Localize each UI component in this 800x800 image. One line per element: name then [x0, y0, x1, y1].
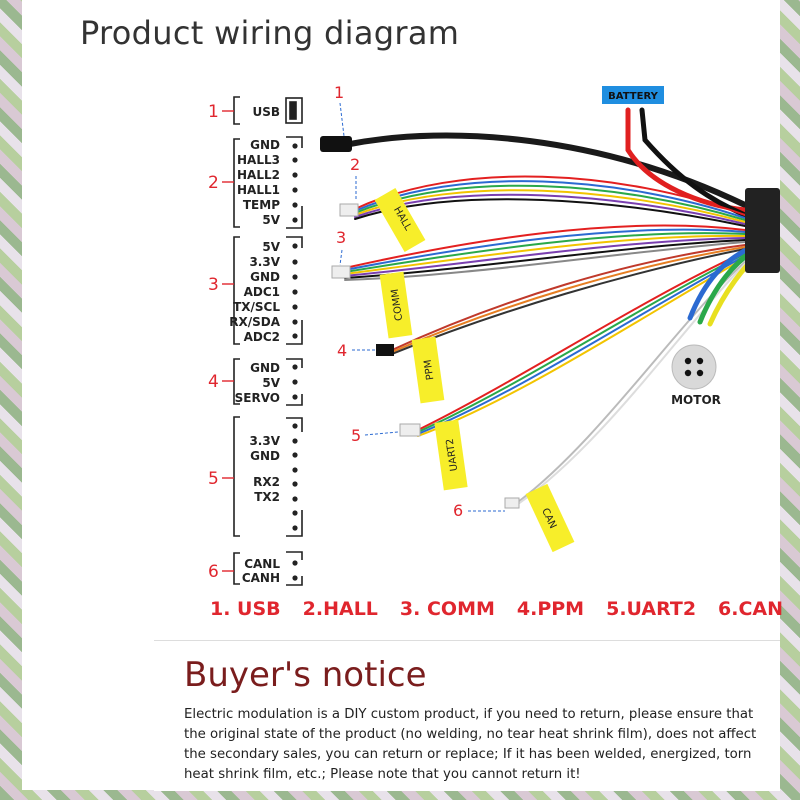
- pin-label: GND: [250, 138, 280, 152]
- pin-label: HALL1: [237, 183, 280, 197]
- usb-plug: [320, 136, 352, 152]
- pin-label: GND: [250, 449, 280, 463]
- page-title: Product wiring diagram: [80, 14, 460, 52]
- pin-label: GND: [250, 270, 280, 284]
- connector-num-5: 5: [351, 426, 361, 445]
- pin-label: TX2: [254, 490, 280, 504]
- motor-connector-icon: [671, 344, 717, 390]
- group-num-3: 3: [208, 275, 219, 295]
- pin-label: 5V: [262, 213, 280, 227]
- legend-hall: 2.HALL: [302, 598, 378, 620]
- legend-comm: 3. COMM: [399, 598, 495, 620]
- pin-label: CANL: [244, 557, 280, 571]
- pin-label: HALL2: [237, 168, 280, 182]
- legend-usb: 1. USB: [210, 598, 281, 620]
- pin-label: CANH: [242, 571, 280, 585]
- connector-legend: 1. USB 2.HALL 3. COMM 4.PPM 5.UART2 6.CA…: [210, 598, 783, 620]
- pin-label: RX2: [253, 475, 280, 489]
- legend-uart2: 5.UART2: [606, 598, 697, 620]
- group-num-1: 1: [208, 102, 219, 122]
- legend-ppm: 4.PPM: [516, 598, 585, 620]
- battery-label: BATTERY: [608, 91, 658, 102]
- pin-label: 3.3V: [249, 434, 280, 448]
- notice-body: Electric modulation is a DIY custom prod…: [184, 707, 757, 782]
- pin-label: GND: [250, 361, 280, 375]
- group-num-2: 2: [208, 173, 219, 193]
- pin-label: 3.3V: [249, 255, 280, 269]
- group-num-6: 6: [208, 562, 219, 582]
- tag-comm: COMM: [390, 288, 405, 321]
- pin-label: TX/SCL: [233, 300, 280, 314]
- connector-num-6: 6: [453, 501, 463, 520]
- connector-outlines: [285, 97, 303, 586]
- connector-num-2: 2: [350, 155, 360, 174]
- pin-label: ADC2: [244, 330, 280, 344]
- tag-ppm: PPM: [423, 359, 437, 381]
- pin-label: 5V: [262, 376, 280, 390]
- connector-num-1: 1: [334, 83, 344, 102]
- wiring-diagram: 1 2 3 4 5 6 USB GND HALL3 HALL2 HALL1 TE…: [208, 83, 780, 586]
- pin-label: HALL3: [237, 153, 280, 167]
- pin-label: 5V: [262, 240, 280, 254]
- controller-housing: [745, 188, 780, 273]
- pin-label: USB: [252, 105, 280, 119]
- pin-label: TEMP: [243, 198, 280, 212]
- pin-label: RX/SDA: [229, 315, 280, 329]
- notice-title: Buyer's notice: [184, 655, 427, 695]
- connector-num-4: 4: [337, 341, 347, 360]
- motor-label: MOTOR: [671, 393, 721, 407]
- legend-can: 6.CAN: [718, 598, 784, 620]
- tag-uart2: UART2: [445, 438, 460, 472]
- group-num-5: 5: [208, 469, 219, 489]
- pin-groups: [233, 96, 240, 585]
- buyers-notice-panel: Buyer's notice Electric modulation is a …: [154, 640, 780, 791]
- group-num-4: 4: [208, 372, 219, 392]
- connector-num-3: 3: [336, 228, 346, 247]
- wire-tags: HALL COMM PPM UART2 CAN: [374, 188, 575, 553]
- pin-label: ADC1: [244, 285, 280, 299]
- pin-label: SERVO: [235, 391, 280, 405]
